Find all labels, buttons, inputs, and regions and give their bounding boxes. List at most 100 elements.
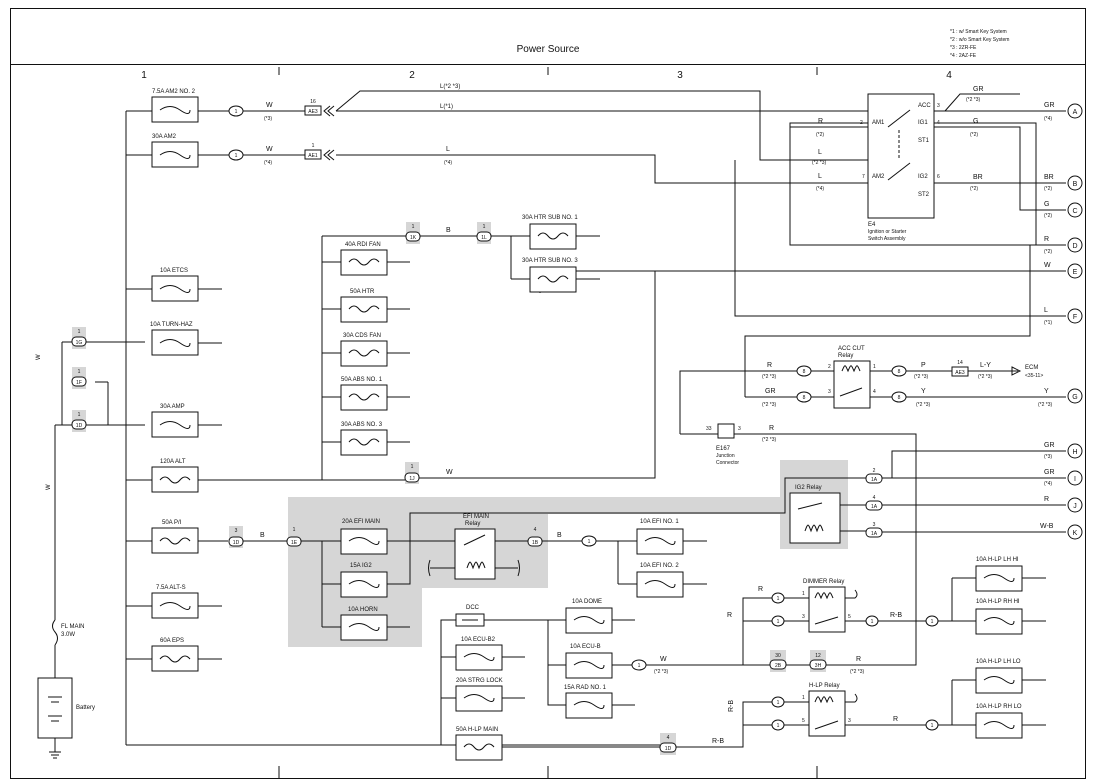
junction-e167	[717, 423, 735, 439]
pin: 1	[871, 619, 874, 625]
wire-label: R	[767, 362, 772, 369]
wire-note: (*2 *3)	[762, 437, 777, 443]
conn-label: 3H	[815, 663, 822, 669]
fuse-15a-ig2	[340, 571, 388, 598]
fuse-label: 50A H-LP MAIN	[456, 727, 498, 733]
fuse-label: 30A HTR SUB NO. 1	[522, 215, 578, 221]
pin: 1	[78, 329, 81, 335]
fuse-label: 50A ABS NO. 1	[341, 377, 383, 383]
pin: 3	[828, 389, 831, 395]
fuse-30a-htr-sub-no3	[529, 266, 577, 293]
conn-label: 1E	[291, 540, 298, 546]
fuse-label: 10A H-LP RH HI	[976, 599, 1020, 605]
pin: 4	[873, 495, 876, 501]
pin: 1	[931, 619, 934, 625]
pin: 1	[931, 723, 934, 729]
fusible-link	[52, 619, 58, 646]
wire-label: Y	[1044, 388, 1049, 395]
column-2: 2	[409, 70, 415, 81]
relay-label: H-LP Relay	[809, 683, 840, 689]
fuse-label: 10A H-LP LH HI	[976, 557, 1019, 563]
connector-ae3	[304, 105, 322, 116]
fuse-label: DCC	[466, 605, 480, 611]
fuse-label: 15A IG2	[350, 563, 372, 569]
conn-label: 1D	[76, 423, 83, 429]
conn-label: 2B	[775, 663, 782, 669]
wire-label: R-B	[712, 738, 724, 745]
fuse-30a-cds-fan	[340, 340, 388, 367]
wire-note: (*2 *3)	[914, 374, 929, 380]
terminal-label: C	[1072, 208, 1077, 215]
fl-main-label: FL MAIN	[61, 624, 84, 630]
connector-1f	[71, 376, 87, 387]
pin: 1	[293, 527, 296, 533]
terminal-e	[1067, 263, 1083, 279]
wire-note: (*2 *3)	[654, 669, 669, 675]
switch-pin-am1: AM1	[872, 120, 885, 126]
ecm-label: ECM	[1025, 365, 1038, 371]
conn-label: 1A	[871, 531, 878, 537]
fuse-10a-ecu-b2	[455, 644, 503, 671]
pin: 4	[937, 120, 940, 126]
pin: 1	[411, 464, 414, 470]
relay-label: ACC CUT	[838, 346, 865, 352]
wire-label: W	[266, 102, 273, 109]
pin: 2	[860, 120, 863, 126]
conn-label: 1D	[665, 746, 672, 752]
terminal-label: A	[1073, 109, 1078, 116]
conn-label: 1L	[481, 235, 487, 241]
pin: 1	[235, 153, 238, 159]
relay-label: Relay	[465, 521, 480, 527]
fuse-label: 50A P/I	[162, 520, 182, 526]
switch-pin-acc: ACC	[918, 103, 931, 109]
acc-cut-relay	[833, 360, 871, 409]
terminal-k	[1067, 524, 1083, 540]
wire-note: (*2 *3)	[916, 402, 931, 408]
terminal-label: D	[1072, 243, 1077, 250]
fuse-10a-efi-no1	[636, 528, 684, 555]
wire-note: (*4)	[444, 160, 452, 166]
conn-label: 1B	[532, 540, 539, 546]
fuse-50a-abs-no1	[340, 384, 388, 411]
fuse-label: 10A DOME	[572, 599, 602, 605]
terminal-label: I	[1074, 476, 1076, 483]
fl-main-rating: 3.0W	[61, 632, 75, 638]
relay-label: DIMMER Relay	[803, 579, 844, 585]
wire-label: P	[921, 362, 926, 369]
fuse-10a-ecu-b	[565, 652, 613, 679]
dimmer-relay	[808, 586, 846, 633]
wire-label: R	[893, 716, 898, 723]
pin: 16	[310, 99, 316, 105]
column-4: 4	[946, 70, 952, 81]
wire-note: (*3)	[1044, 454, 1052, 460]
fuse-30a-htr-sub-no1	[529, 223, 577, 250]
switch-pin-st2: ST2	[918, 192, 930, 198]
battery-label: Battery	[76, 705, 95, 711]
wire-label: BR	[973, 174, 983, 181]
fuse-label: 7.5A ALT-S	[156, 585, 186, 591]
pin: 4	[873, 389, 876, 395]
wire-label: B	[446, 227, 451, 234]
junction-name: Connector	[716, 460, 739, 466]
note-3: *3 : 2ZR-FE	[950, 45, 977, 51]
h-lp-relay	[808, 690, 846, 737]
terminal-a	[1067, 103, 1083, 119]
terminal-label: J	[1073, 503, 1077, 510]
pin: 1	[312, 143, 315, 149]
fuse-label: 10A ECU-B2	[461, 637, 496, 643]
note-4: *4 : 2AZ-FE	[950, 53, 977, 59]
wire-note: (*2)	[1044, 213, 1052, 219]
pin: 4	[534, 527, 537, 533]
terminal-g	[1067, 388, 1083, 404]
note-2: *2 : w/o Smart Key System	[950, 37, 1009, 43]
fuse-10a-dome	[565, 607, 613, 634]
conn-label: 1F	[76, 380, 82, 386]
fuse-label: 10A H-LP LH LO	[976, 659, 1021, 665]
connector-1g	[71, 336, 87, 347]
fuse-label: 10A HORN	[348, 607, 378, 613]
fuse-15a-rad-no1	[565, 692, 613, 719]
wire-note: (*4)	[816, 186, 824, 192]
ig2-relay	[789, 492, 841, 544]
wire-note: (*4)	[1044, 116, 1052, 122]
connector-1d-left	[71, 419, 87, 430]
